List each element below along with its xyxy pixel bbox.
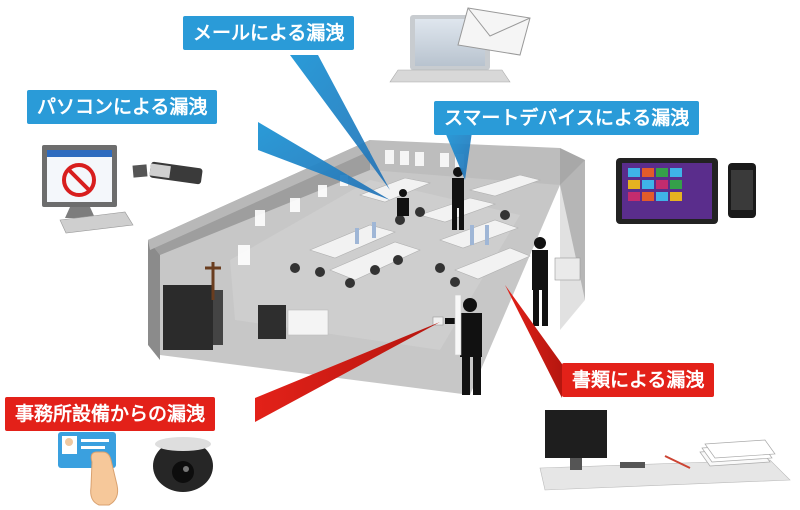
- pc-leak-label: パソコンによる漏洩: [27, 90, 218, 124]
- smart-devices-illustration: [616, 158, 756, 224]
- office-equipment-leak-label: 事務所設備からの漏洩: [5, 397, 216, 431]
- pc-illustration: [42, 145, 203, 234]
- documents-leak-label: 書類による漏洩: [562, 363, 715, 397]
- pc-pointer: [258, 122, 390, 200]
- documents-illustration: [539, 410, 791, 491]
- laptop-email-illustration: [389, 7, 531, 83]
- office-equipment-illustration: [58, 432, 213, 506]
- envelope-icon: [457, 7, 531, 56]
- usb-stick-icon: [132, 161, 203, 185]
- email-leak-label: メールによる漏洩: [183, 16, 355, 50]
- email-pointer: [290, 55, 390, 190]
- security-camera-icon: [153, 437, 213, 492]
- paper-stack-icon: [699, 439, 776, 467]
- cabinet: [163, 285, 213, 350]
- documents-pointer: [505, 285, 562, 398]
- prohibited-icon: [62, 163, 96, 197]
- smart-device-pointer: [445, 132, 472, 180]
- label-pointers: [255, 55, 562, 422]
- people-silhouettes: [397, 167, 548, 395]
- hand-icon: [90, 451, 119, 506]
- smart-device-leak-label: スマートデバイスによる漏洩: [434, 101, 700, 135]
- office-room: [148, 113, 585, 395]
- office-equipment-pointer: [255, 322, 440, 422]
